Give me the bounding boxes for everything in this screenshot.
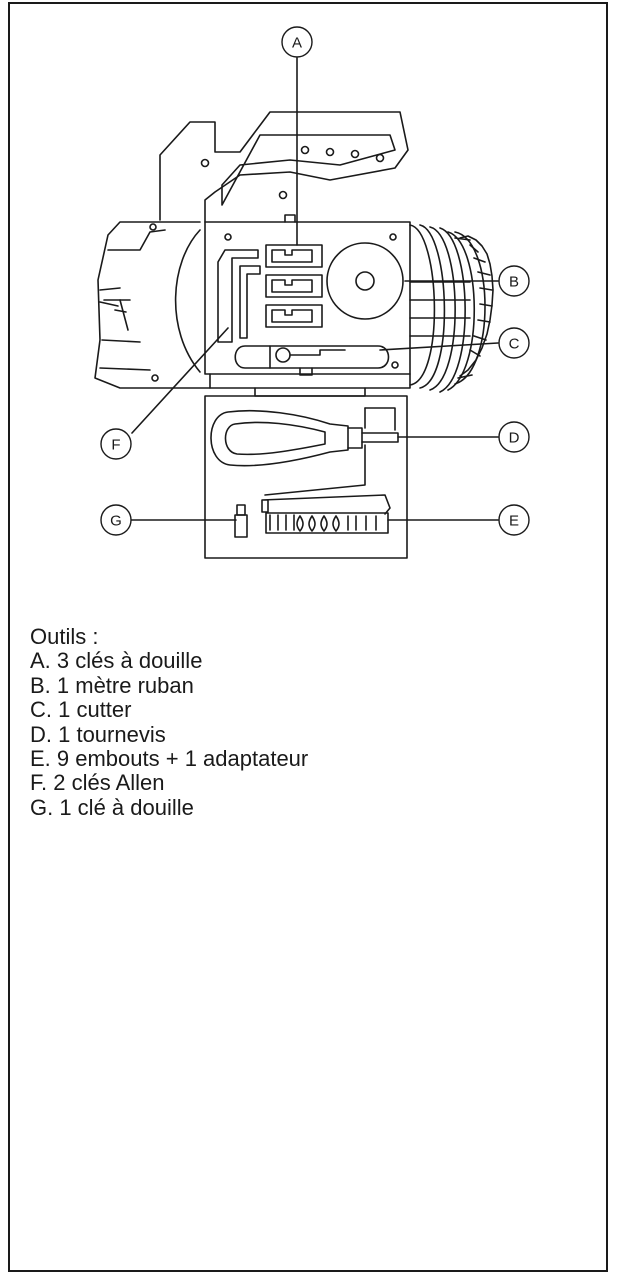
leader-c [379, 342, 499, 351]
small-socket [234, 504, 248, 538]
legend-item: D. 1 tournevis [30, 721, 166, 747]
tool-legend: Outils : A. 3 clés à douille B. 1 mètre … [30, 624, 309, 820]
left-housing [94, 221, 211, 389]
callout-f: F [111, 437, 120, 454]
callout-e: E [509, 513, 519, 530]
legend-item: C. 1 cutter [30, 697, 132, 723]
legend-item: F. 2 clés Allen [30, 770, 165, 796]
bottom-compartment [204, 395, 408, 559]
callout-a: A [292, 35, 302, 52]
page-frame [8, 2, 608, 1272]
legend-item: G. 1 clé à douille [30, 794, 194, 820]
leader-f [131, 327, 229, 434]
tape-measure [326, 242, 404, 320]
legend-item: B. 1 mètre ruban [30, 672, 194, 698]
case-handle [159, 111, 409, 223]
allen-keys [217, 249, 261, 343]
callout-b: B [509, 274, 519, 291]
cutter [234, 345, 390, 376]
callout-d: D [509, 430, 520, 447]
right-roller [409, 224, 494, 393]
legend-item: A. 3 clés à douille [30, 648, 203, 674]
socket-wrenches [265, 244, 323, 328]
top-compartment [204, 221, 411, 375]
legend-title: Outils : [30, 624, 99, 649]
handle-inner [221, 134, 396, 206]
callout-g: G [110, 513, 122, 530]
legend-item: E. 9 embouts + 1 adaptateur [30, 746, 309, 772]
tool-case-diagram: A B C D E F G [94, 26, 530, 559]
screwdriver [210, 407, 399, 496]
callout-c: C [509, 336, 520, 353]
bits-holder [261, 494, 391, 534]
